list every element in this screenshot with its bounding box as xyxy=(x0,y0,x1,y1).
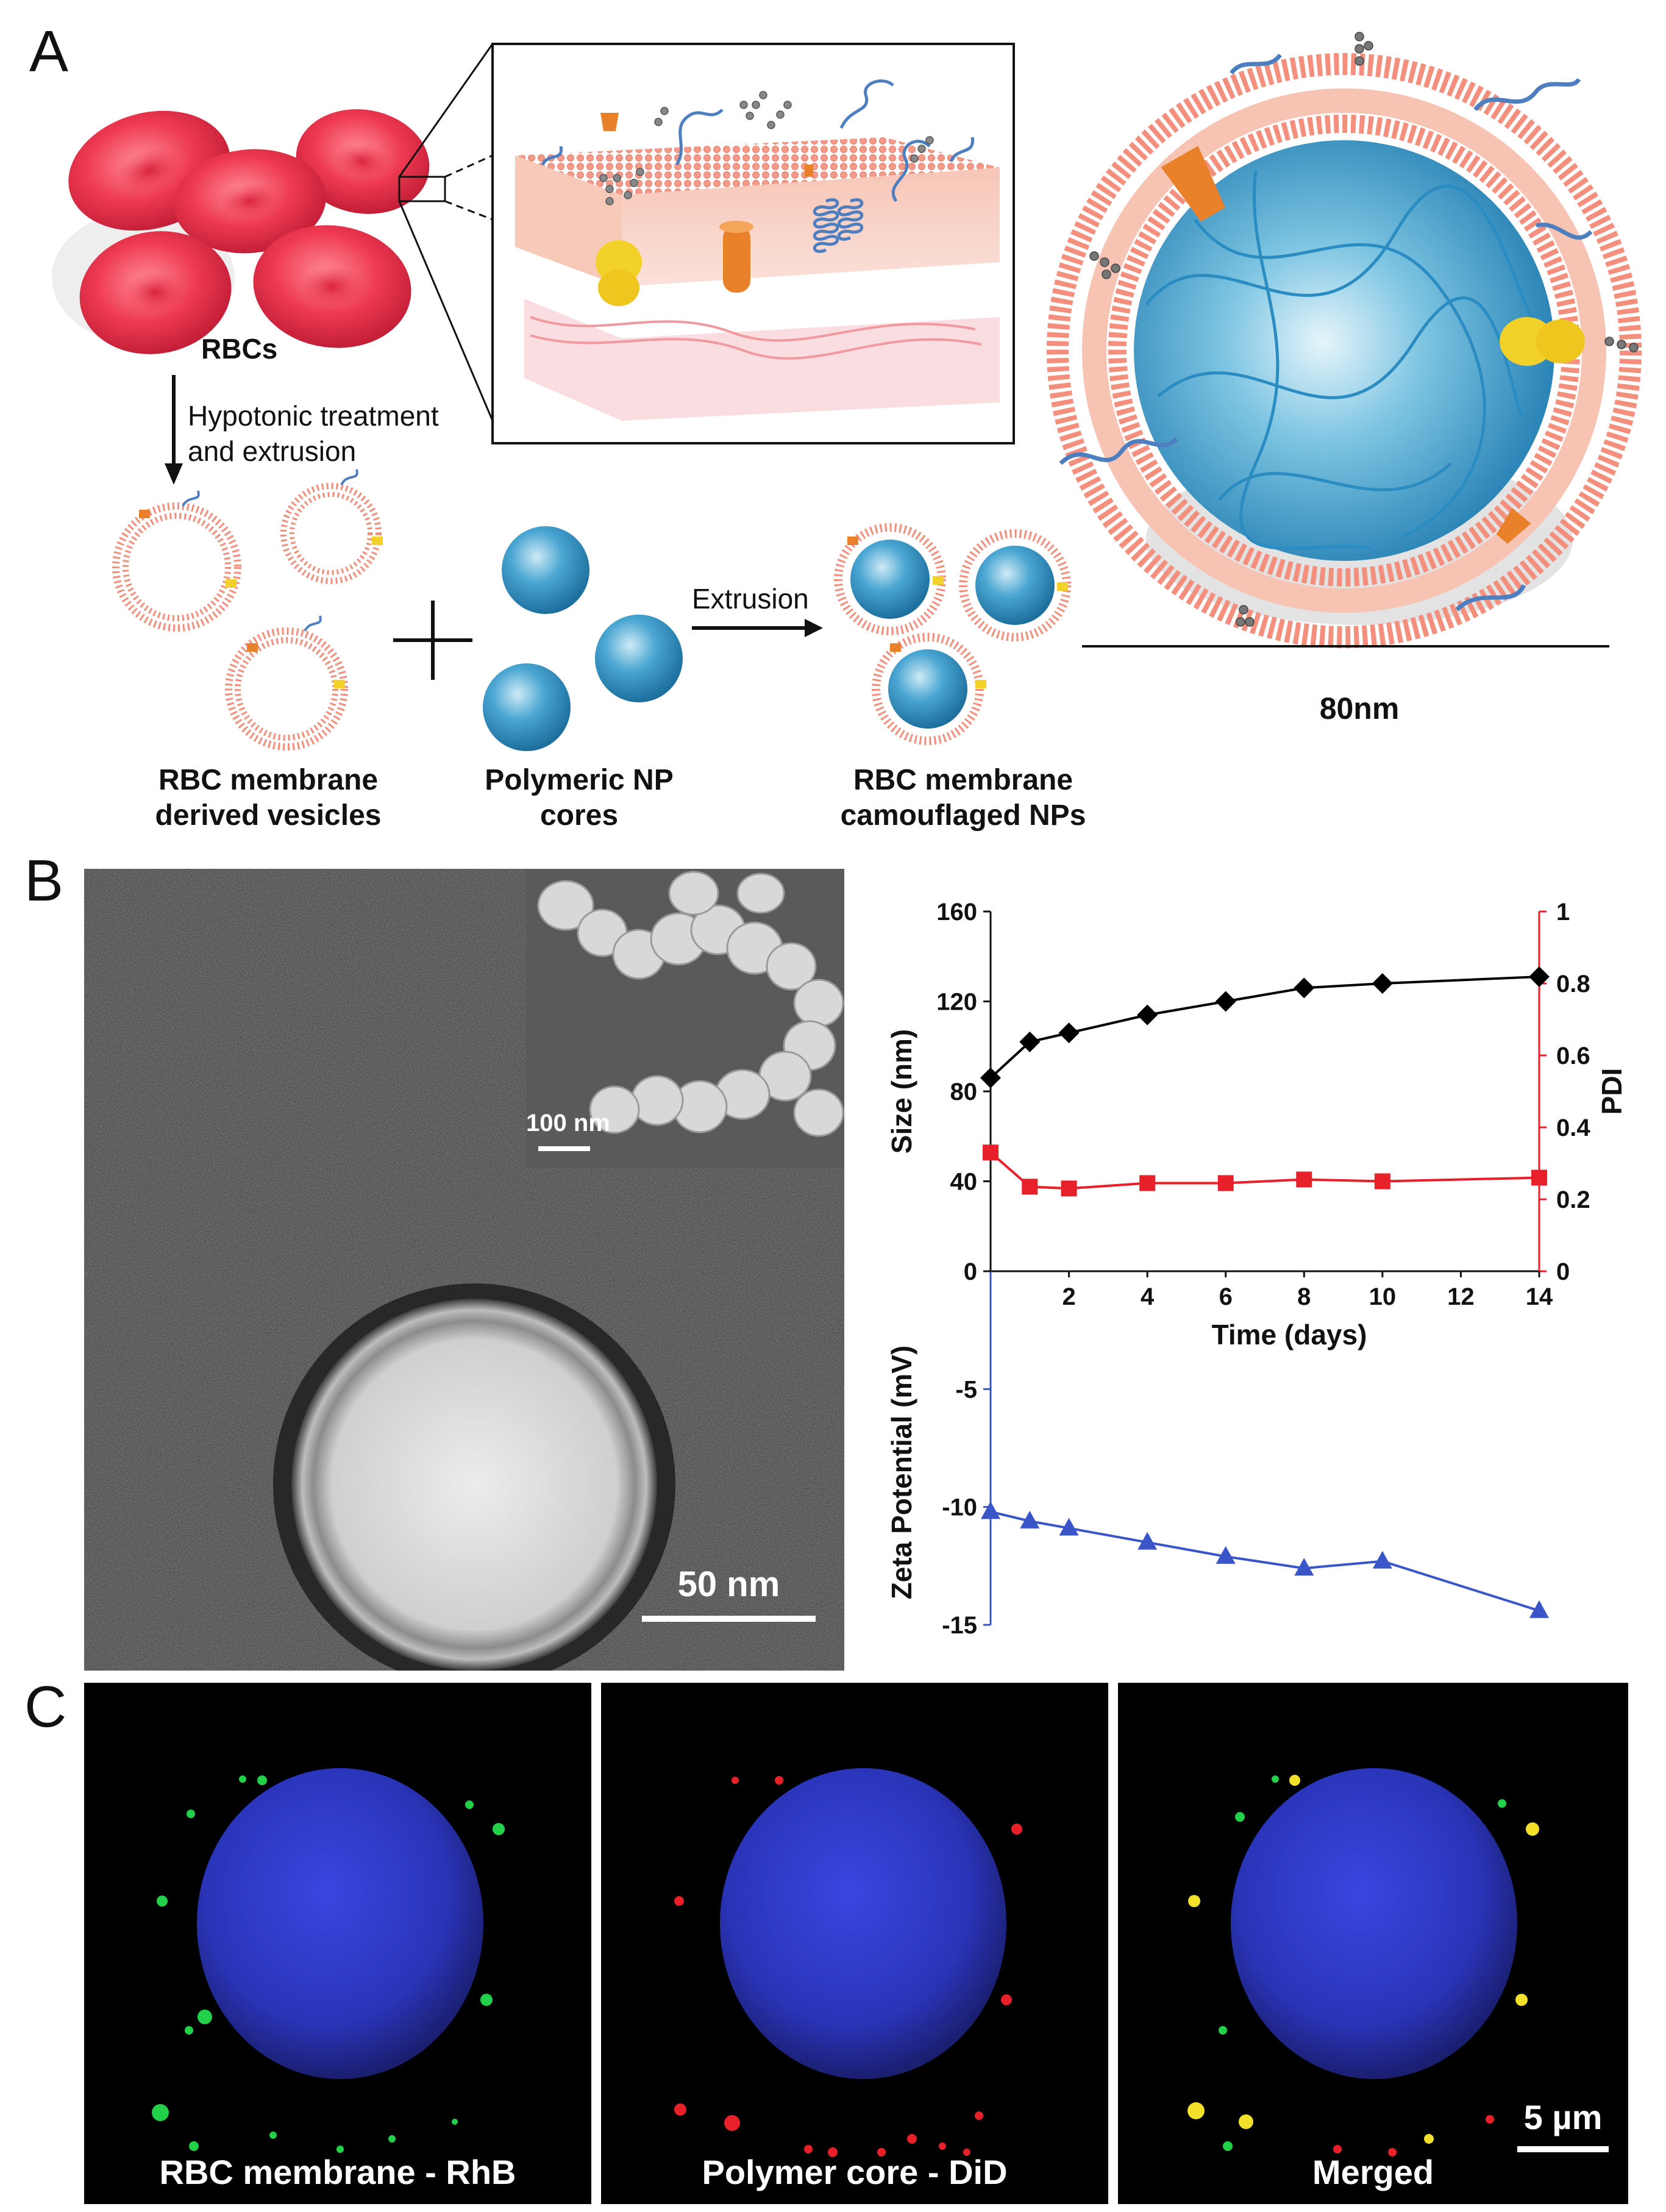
zeta-series-point xyxy=(1216,1546,1236,1564)
zeta-tick-label: -5 xyxy=(955,1376,977,1403)
pdi-series-point xyxy=(1531,1169,1547,1186)
panel-label-b: B xyxy=(24,848,64,913)
zeta-axis-title: Zeta Potential (mV) xyxy=(886,1346,917,1600)
did-label: Polymer core - DiD xyxy=(702,2153,1008,2191)
size-tick-label: 160 xyxy=(936,899,977,926)
pdi-axis-title: PDI xyxy=(1596,1068,1628,1115)
vesicles-label-1: RBC membrane xyxy=(158,764,379,796)
rbcs-label: RBCs xyxy=(201,333,278,365)
zeta-series-point xyxy=(1020,1510,1040,1529)
zeta-series-point xyxy=(1059,1518,1079,1536)
zeta-series-point xyxy=(981,1501,1000,1519)
merged-label: Merged xyxy=(1312,2153,1434,2191)
time-tick-label: 14 xyxy=(1526,1283,1553,1310)
vesicles-label-2: derived vesicles xyxy=(155,799,382,832)
rbc-cluster xyxy=(52,109,446,354)
pdi-tick-label: 0.6 xyxy=(1556,1043,1590,1069)
size-series-point xyxy=(1137,1004,1158,1026)
zeta-series-point xyxy=(1137,1532,1158,1550)
time-tick-label: 2 xyxy=(1062,1283,1075,1310)
zeta-series-point xyxy=(1529,1600,1549,1618)
pdi-tick-label: 1 xyxy=(1556,899,1570,926)
tem-image: 100 nm 50 nm xyxy=(84,869,844,1671)
pdi-series-point xyxy=(1022,1179,1038,1195)
rbc-vesicles xyxy=(112,469,383,751)
zeta-tick-label: -10 xyxy=(942,1494,977,1521)
polymeric-cores xyxy=(483,526,683,751)
tem-scale-bar xyxy=(642,1616,816,1622)
fluorescence-image-rhb: RBC membrane - RhB xyxy=(84,1683,591,2204)
merged-cell-graphic xyxy=(1187,1768,1609,2157)
camouflaged-label-2: camouflaged NPs xyxy=(840,799,1086,832)
tem-image-graphic xyxy=(84,869,844,1671)
large-camouflaged-np xyxy=(1047,32,1642,648)
time-tick-label: 10 xyxy=(1369,1283,1397,1310)
panel-label-a: A xyxy=(29,19,69,84)
zeta-series-point xyxy=(1372,1550,1392,1569)
time-tick-label: 6 xyxy=(1219,1283,1233,1310)
pdi-series-point xyxy=(983,1144,999,1161)
pdi-series-point xyxy=(1296,1171,1312,1188)
size-tick-label: 80 xyxy=(950,1079,978,1105)
camouflaged-label-1: RBC membrane xyxy=(853,764,1073,796)
hypotonic-label-2: and extrusion xyxy=(188,435,357,467)
cores-label-1: Polymeric NP xyxy=(485,764,674,796)
size-tick-label: 120 xyxy=(936,989,977,1016)
pdi-tick-label: 0.4 xyxy=(1556,1115,1590,1141)
fluor-scale-bar xyxy=(1517,2146,1609,2152)
pdi-series-point xyxy=(1217,1175,1234,1191)
extrusion-label: Extrusion xyxy=(692,583,809,615)
size-series-point xyxy=(1215,991,1236,1012)
zeta-series-line xyxy=(990,1510,1540,1612)
sem-scale-bar xyxy=(538,1146,590,1151)
zeta-series-point xyxy=(1294,1558,1314,1576)
size-tick-label: 40 xyxy=(950,1169,978,1196)
sem-scale-label: 100 nm xyxy=(526,1110,610,1136)
size-series-point xyxy=(1019,1031,1041,1052)
camouflaged-nps xyxy=(834,523,1071,745)
membrane-inset xyxy=(491,43,1015,444)
zeta-tick-label: -15 xyxy=(942,1612,977,1639)
rhb-cell-graphic xyxy=(152,1768,505,2153)
size-pdi-zeta-chart: 0 40 80 120 160 0 0.2 0.4 0.6 0.8 1 -5 -10 -15 2 4 6 8 10 1… xyxy=(886,899,1628,1639)
fluor-scale-label: 5 µm xyxy=(1523,2098,1603,2136)
panel-a-schematic xyxy=(52,32,1642,751)
pdi-series-point xyxy=(1061,1180,1077,1197)
time-tick-label: 4 xyxy=(1141,1283,1155,1310)
pdi-series-point xyxy=(1374,1173,1390,1190)
size-series-point xyxy=(1294,977,1315,999)
size-series-point xyxy=(1058,1022,1080,1044)
time-tick-label: 8 xyxy=(1297,1283,1311,1310)
cores-label-2: cores xyxy=(539,799,619,832)
time-tick-label: 12 xyxy=(1447,1283,1475,1310)
did-cell-graphic xyxy=(674,1768,1022,2157)
size-series-point xyxy=(980,1067,1001,1088)
sem-particles xyxy=(537,871,844,1137)
fluorescence-image-did: Polymer core - DiD xyxy=(601,1683,1108,2204)
size-axis-title: Size (nm) xyxy=(886,1029,917,1154)
size-series-point xyxy=(1372,973,1393,994)
pdi-tick-label: 0 xyxy=(1556,1258,1570,1285)
panel-label-c: C xyxy=(24,1674,67,1739)
tem-scale-label: 50 nm xyxy=(677,1564,780,1604)
rhb-label: RBC membrane - RhB xyxy=(159,2153,516,2191)
pdi-tick-label: 0.2 xyxy=(1556,1186,1590,1213)
size-series-point xyxy=(1529,966,1550,987)
time-axis-title: Time (days) xyxy=(1212,1319,1367,1350)
size-scale-label: 80nm xyxy=(1319,691,1400,726)
size-tick-label: 0 xyxy=(964,1258,977,1285)
hypotonic-label-1: Hypotonic treatment xyxy=(188,400,439,432)
pdi-tick-label: 0.8 xyxy=(1556,971,1590,997)
pdi-series-point xyxy=(1139,1175,1156,1191)
fluorescence-image-merged: 5 µm Merged xyxy=(1118,1683,1628,2204)
